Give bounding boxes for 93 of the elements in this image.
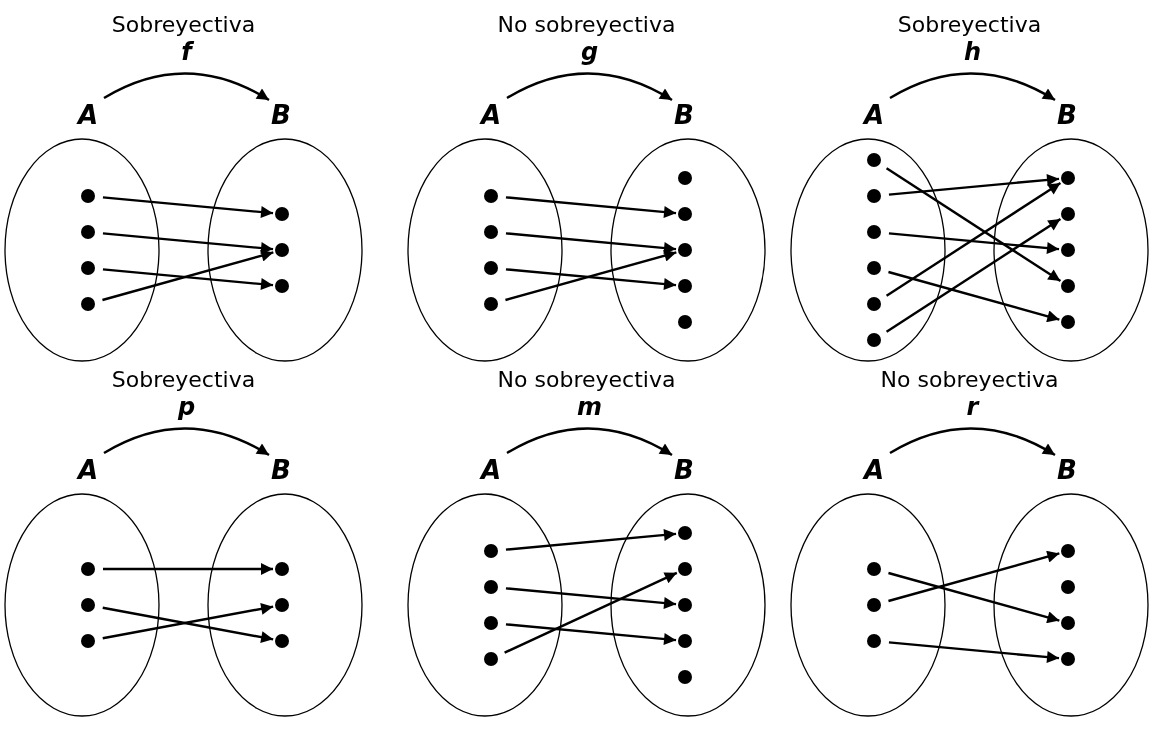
point-dot bbox=[1061, 207, 1075, 221]
point-dot bbox=[678, 207, 692, 221]
set-label: A bbox=[78, 455, 99, 485]
point-dot bbox=[867, 225, 881, 239]
point-dot bbox=[678, 562, 692, 576]
point-dot bbox=[484, 544, 498, 558]
arrow bbox=[103, 563, 273, 575]
point-dot bbox=[867, 333, 881, 347]
set-label: A bbox=[864, 455, 885, 485]
point-dot bbox=[275, 207, 289, 221]
set-label: B bbox=[271, 455, 291, 485]
arrow bbox=[505, 623, 677, 646]
panel-title: No sobreyectiva bbox=[880, 367, 1059, 393]
point-dot bbox=[484, 297, 498, 311]
point-dot bbox=[867, 598, 881, 612]
point-dot bbox=[1061, 580, 1075, 594]
point-dot bbox=[867, 261, 881, 275]
arrow bbox=[505, 528, 677, 551]
point-dot bbox=[867, 189, 881, 203]
arrow bbox=[102, 249, 274, 302]
panel-title: Sobreyectiva bbox=[111, 367, 256, 393]
set-label: B bbox=[674, 455, 694, 485]
arrow bbox=[888, 571, 1060, 624]
point-dot bbox=[1061, 315, 1075, 329]
curved-arrow bbox=[506, 72, 673, 102]
point-dot bbox=[484, 580, 498, 594]
point-dot bbox=[81, 598, 95, 612]
point-dot bbox=[678, 634, 692, 648]
panel-title: Sobreyectiva bbox=[111, 12, 256, 38]
arrow bbox=[505, 249, 677, 302]
point-dot bbox=[1061, 243, 1075, 257]
set-label: A bbox=[481, 100, 502, 130]
set-label: B bbox=[1057, 100, 1077, 130]
arrow bbox=[885, 181, 1062, 297]
arrow bbox=[885, 217, 1062, 333]
arrow bbox=[888, 550, 1060, 603]
point-dot bbox=[484, 189, 498, 203]
panel-title: No sobreyectiva bbox=[497, 12, 676, 38]
point-dot bbox=[1061, 171, 1075, 185]
point-dot bbox=[81, 297, 95, 311]
arrow bbox=[505, 268, 677, 291]
arrow bbox=[885, 167, 1062, 283]
point-dot bbox=[867, 634, 881, 648]
arrow bbox=[888, 641, 1060, 664]
curved-arrow bbox=[889, 427, 1056, 457]
point-dot bbox=[1061, 652, 1075, 666]
point-dot bbox=[275, 243, 289, 257]
point-dot bbox=[484, 261, 498, 275]
arrow bbox=[505, 587, 677, 610]
set-label: A bbox=[78, 100, 99, 130]
point-dot bbox=[678, 526, 692, 540]
point-dot bbox=[1061, 544, 1075, 558]
point-dot bbox=[484, 652, 498, 666]
point-dot bbox=[678, 279, 692, 293]
arrow bbox=[888, 270, 1060, 323]
point-dot bbox=[275, 279, 289, 293]
set-label: A bbox=[481, 455, 502, 485]
curved-arrow bbox=[103, 427, 270, 457]
arrow bbox=[102, 268, 274, 291]
point-dot bbox=[867, 562, 881, 576]
curved-arrow bbox=[889, 72, 1056, 102]
point-dot bbox=[81, 562, 95, 576]
set-label: A bbox=[864, 100, 885, 130]
arrow bbox=[505, 196, 677, 219]
point-dot bbox=[678, 598, 692, 612]
point-dot bbox=[81, 225, 95, 239]
arrow bbox=[102, 196, 274, 219]
point-dot bbox=[275, 562, 289, 576]
point-dot bbox=[81, 261, 95, 275]
point-dot bbox=[1061, 616, 1075, 630]
point-dot bbox=[678, 171, 692, 185]
point-dot bbox=[678, 243, 692, 257]
set-label: B bbox=[1057, 455, 1077, 485]
arrow bbox=[888, 173, 1060, 196]
point-dot bbox=[81, 634, 95, 648]
point-dot bbox=[81, 189, 95, 203]
point-dot bbox=[867, 297, 881, 311]
arrow bbox=[888, 232, 1060, 255]
point-dot bbox=[678, 315, 692, 329]
curved-arrow bbox=[103, 72, 270, 102]
set-label: B bbox=[674, 100, 694, 130]
panel-title: Sobreyectiva bbox=[897, 12, 1042, 38]
point-dot bbox=[275, 598, 289, 612]
curved-arrow bbox=[506, 427, 673, 457]
point-dot bbox=[1061, 279, 1075, 293]
panel-title: No sobreyectiva bbox=[497, 367, 676, 393]
arrow bbox=[504, 571, 678, 654]
point-dot bbox=[484, 616, 498, 630]
point-dot bbox=[484, 225, 498, 239]
point-dot bbox=[678, 670, 692, 684]
set-label: B bbox=[271, 100, 291, 130]
point-dot bbox=[867, 153, 881, 167]
point-dot bbox=[275, 634, 289, 648]
